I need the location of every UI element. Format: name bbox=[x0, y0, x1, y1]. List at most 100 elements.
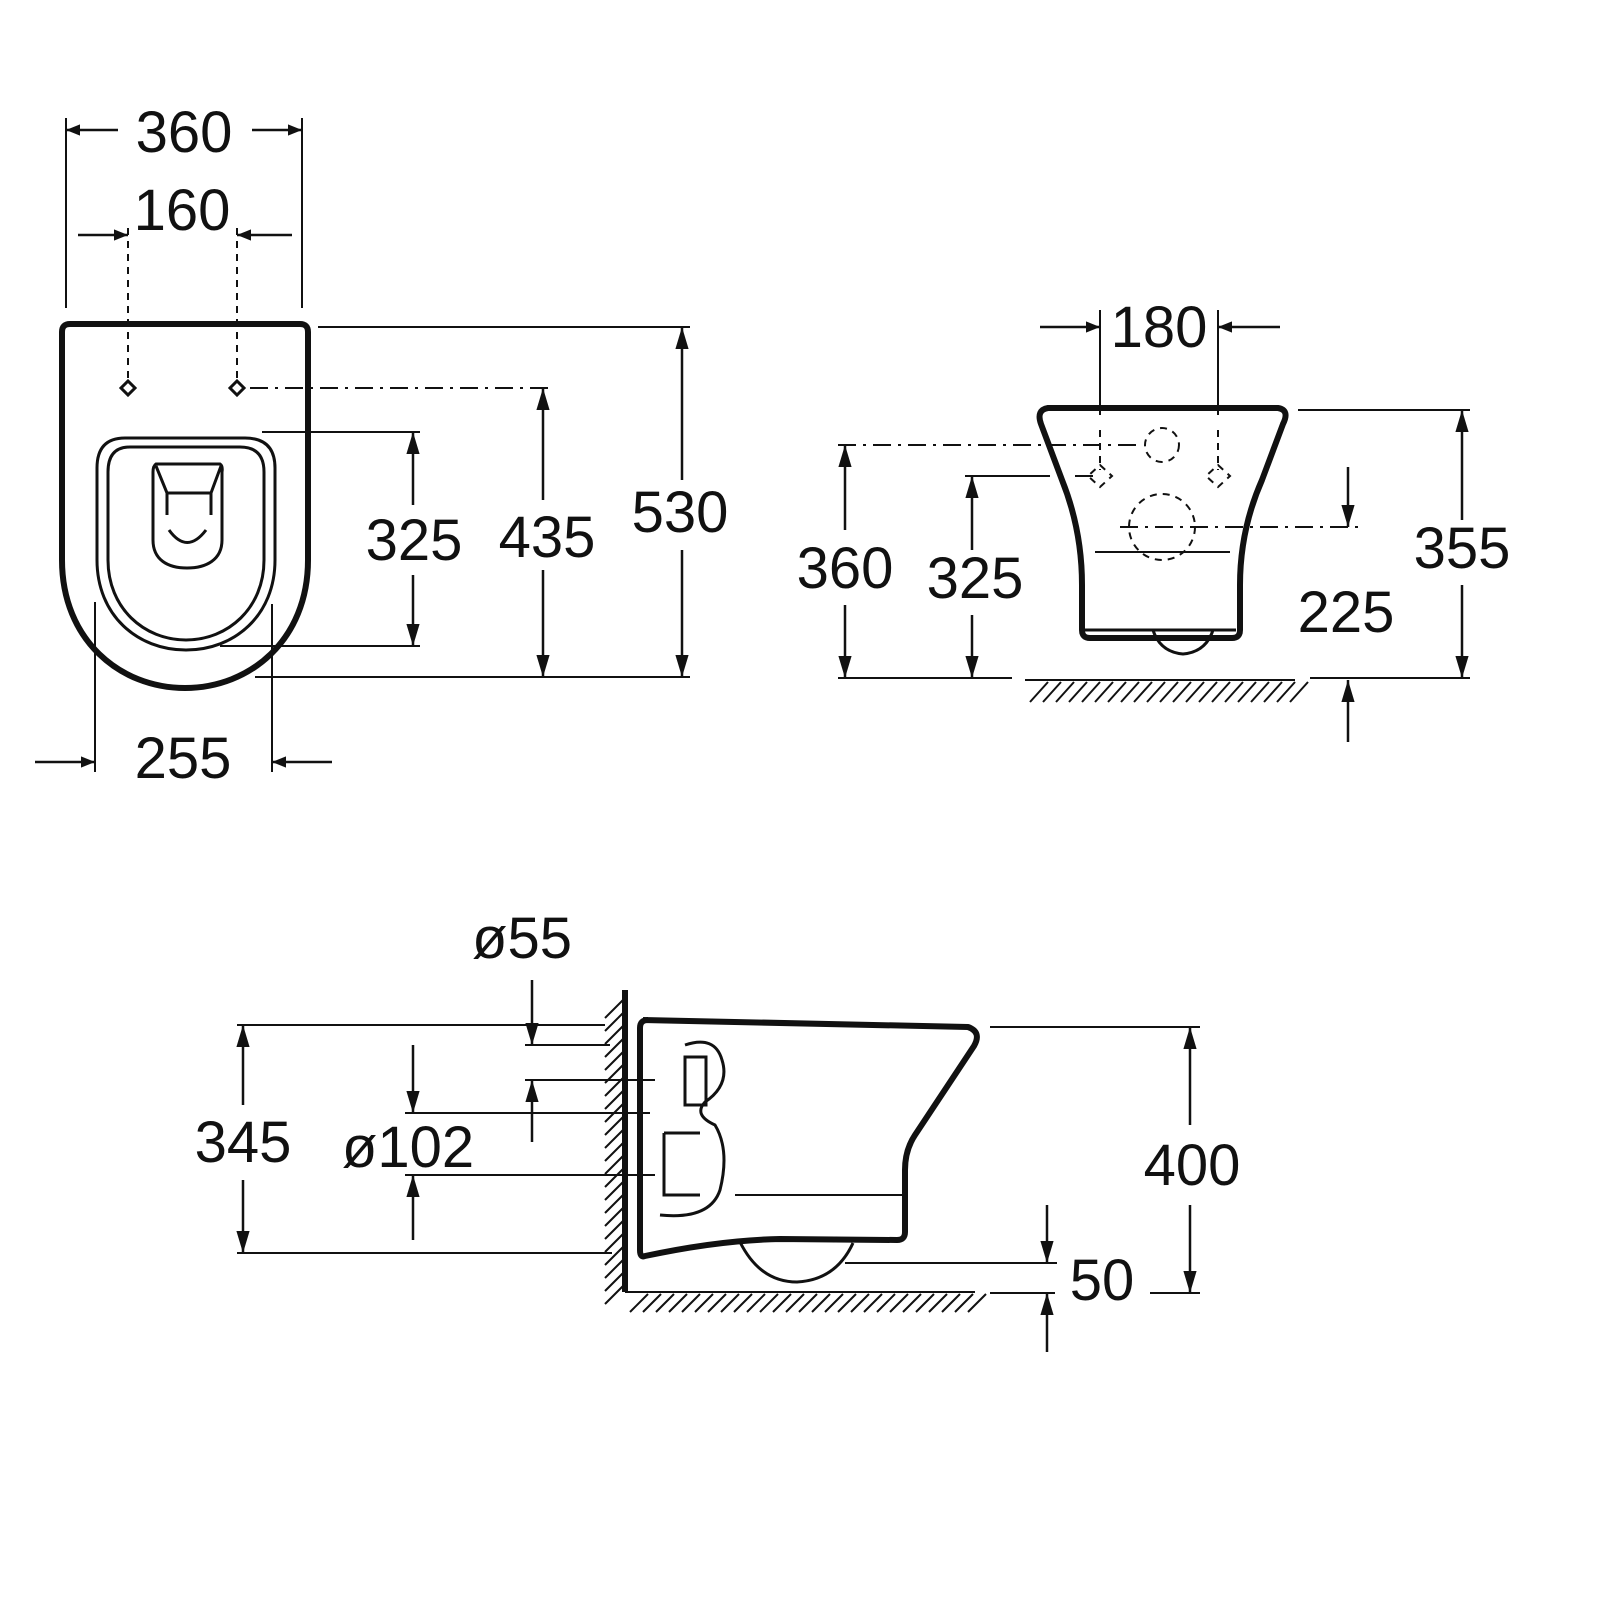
hatch-line bbox=[837, 1293, 857, 1313]
hatch-line bbox=[604, 999, 624, 1019]
bowl-outline bbox=[59, 321, 311, 691]
hatch-line bbox=[824, 1293, 844, 1313]
hatch-line bbox=[642, 1293, 662, 1313]
hatch-line bbox=[604, 1168, 624, 1188]
hatch-line bbox=[785, 1293, 805, 1313]
hatch-line bbox=[604, 1181, 624, 1201]
hatch-line bbox=[1029, 681, 1049, 703]
hatch-line bbox=[889, 1293, 909, 1313]
outlet-socket bbox=[662, 1131, 700, 1197]
dim-bowl-width: 255 bbox=[135, 726, 232, 791]
hatch-line bbox=[681, 1293, 701, 1313]
inlet-socket bbox=[659, 1040, 726, 1218]
dim-width-overall: 360 bbox=[136, 100, 233, 165]
fixing-hidden-left bbox=[1086, 463, 1114, 489]
outlet-curve bbox=[738, 1241, 855, 1284]
hatch-line bbox=[967, 1293, 987, 1313]
hatch-line bbox=[928, 1293, 948, 1313]
hatch-line bbox=[759, 1293, 779, 1313]
hatch-line bbox=[1146, 681, 1166, 703]
hatch-line bbox=[1081, 681, 1101, 703]
dim-seat-fixing-spacing: 160 bbox=[134, 178, 231, 243]
dim-lower-fixing-height: 325 bbox=[927, 546, 1024, 611]
hatch-line bbox=[811, 1293, 831, 1313]
hatch-line bbox=[1250, 681, 1270, 703]
hatch-line bbox=[720, 1293, 740, 1313]
dim-floor-clearance: 50 bbox=[1070, 1248, 1135, 1313]
hatch-line bbox=[1055, 681, 1075, 703]
hatch-line bbox=[1224, 681, 1244, 703]
hatch-line bbox=[1107, 681, 1127, 703]
hatch-line bbox=[604, 1285, 624, 1305]
fixing-hole-right bbox=[227, 378, 247, 398]
hatch-line bbox=[1133, 681, 1153, 703]
bowl-opening bbox=[151, 462, 224, 570]
hatch-line bbox=[915, 1293, 935, 1313]
hatch-line bbox=[604, 1025, 624, 1045]
inlet-hidden bbox=[1144, 427, 1180, 463]
hatch-line bbox=[733, 1293, 753, 1313]
floor-hatch-side bbox=[629, 1293, 987, 1313]
hatch-line bbox=[668, 1293, 688, 1313]
dim-inlet-diameter: ø55 bbox=[472, 906, 572, 971]
hatch-line bbox=[604, 1246, 624, 1266]
hatch-line bbox=[604, 1142, 624, 1162]
hatch-line bbox=[604, 1116, 624, 1136]
dim-outlet-diameter: ø102 bbox=[342, 1115, 474, 1180]
hatch-line bbox=[1289, 681, 1309, 703]
dim-waste-height: 225 bbox=[1298, 580, 1395, 645]
hatch-line bbox=[941, 1293, 961, 1313]
side-view: ø55 ø102 345 400 50 bbox=[195, 906, 1241, 1352]
hatch-line bbox=[863, 1293, 883, 1313]
hatch-line bbox=[798, 1293, 818, 1313]
hatch-line bbox=[876, 1293, 896, 1313]
dim-fixing-spacing: 180 bbox=[1111, 295, 1208, 360]
front-outline bbox=[1036, 405, 1289, 641]
hatch-line bbox=[604, 1051, 624, 1071]
hatch-line bbox=[1042, 681, 1062, 703]
dim-length-overall: 530 bbox=[632, 480, 729, 545]
hatch-line bbox=[604, 1259, 624, 1279]
hatch-line bbox=[604, 1207, 624, 1227]
front-view: 180 360 325 225 355 bbox=[797, 295, 1511, 742]
hatch-line bbox=[655, 1293, 675, 1313]
hatch-line bbox=[629, 1293, 649, 1313]
hatch-line bbox=[1172, 681, 1192, 703]
hatch-line bbox=[1094, 681, 1114, 703]
hatch-line bbox=[1159, 681, 1179, 703]
hatch-line bbox=[1263, 681, 1283, 703]
hatch-line bbox=[746, 1293, 766, 1313]
seat-outer bbox=[95, 436, 277, 652]
hatch-line bbox=[1276, 681, 1296, 703]
dim-fixing-span: 345 bbox=[195, 1110, 292, 1175]
hatch-line bbox=[954, 1293, 974, 1313]
hatch-line bbox=[1068, 681, 1088, 703]
floor-hatch bbox=[1029, 681, 1309, 703]
hatch-line bbox=[604, 1155, 624, 1175]
hatch-line bbox=[1237, 681, 1257, 703]
hatch-line bbox=[707, 1293, 727, 1313]
hatch-line bbox=[772, 1293, 792, 1313]
seat-inner bbox=[106, 445, 266, 642]
fixing-hidden-right bbox=[1204, 463, 1232, 489]
hatch-line bbox=[902, 1293, 922, 1313]
hatch-line bbox=[1185, 681, 1205, 703]
fixing-hole-left bbox=[118, 378, 138, 398]
hatch-line bbox=[850, 1293, 870, 1313]
dim-rim-height: 400 bbox=[1144, 1133, 1241, 1198]
top-view: 360 160 255 530 435 325 bbox=[35, 100, 728, 791]
hatch-line bbox=[604, 1233, 624, 1253]
outlet-arc bbox=[1085, 628, 1236, 656]
dim-opening-length: 325 bbox=[366, 508, 463, 573]
hatch-line bbox=[604, 1129, 624, 1149]
hatch-line bbox=[604, 1012, 624, 1032]
hatch-line bbox=[1198, 681, 1218, 703]
hatch-line bbox=[1211, 681, 1231, 703]
hatch-line bbox=[604, 1220, 624, 1240]
dim-total-height: 355 bbox=[1414, 516, 1511, 581]
hatch-line bbox=[604, 1038, 624, 1058]
hatch-line bbox=[1120, 681, 1140, 703]
dim-upper-fixing-height: 360 bbox=[797, 536, 894, 601]
dim-fixing-to-front: 435 bbox=[499, 505, 596, 570]
